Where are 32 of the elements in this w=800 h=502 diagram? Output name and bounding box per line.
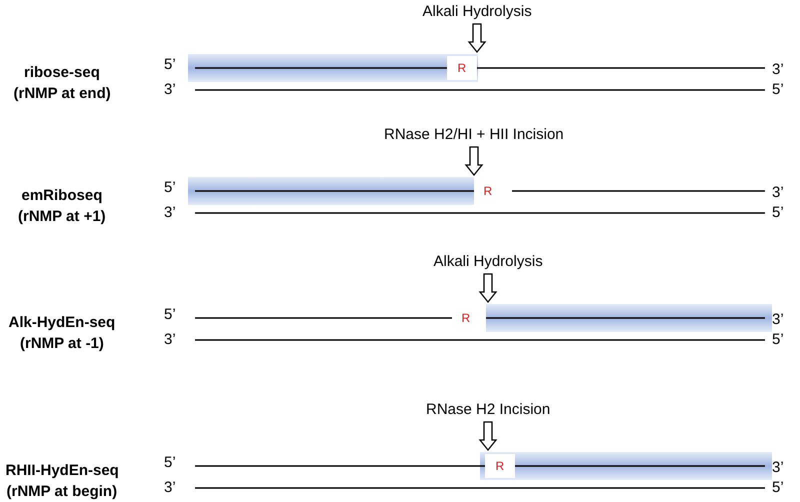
strand-end-label: 5’ (772, 331, 784, 349)
strand-end-label: 5’ (164, 179, 176, 197)
strand-end-label: 3’ (164, 204, 176, 222)
ribonucleotide-label: R (462, 310, 470, 327)
method-name: emRiboseq (22, 187, 102, 205)
strand-end-label: 3’ (164, 81, 176, 99)
strand-end-label: 5’ (164, 56, 176, 74)
strand-end-label: 3’ (164, 331, 176, 349)
strand-end-label: 5’ (772, 204, 784, 222)
cleavage-label: RNase H2 Incision (426, 401, 550, 419)
ribonucleotide-label: R (458, 60, 466, 77)
cleavage-label: RNase H2/HI + HII Incision (384, 126, 564, 144)
strand-end-label: 5’ (772, 479, 784, 497)
strand-end-label: 3’ (772, 61, 784, 79)
strand-end-label: 3’ (772, 184, 784, 202)
method-name: RHII-HydEn-seq (6, 462, 119, 480)
method-note: (rNMP at end) (14, 85, 111, 103)
method-note: (rNMP at +1) (18, 208, 106, 226)
cleavage-label: Alkali Hydrolysis (434, 253, 543, 271)
ribonucleotide-label: R (484, 183, 492, 200)
strand-end-label: 5’ (164, 306, 176, 324)
method-note: (rNMP at -1) (20, 335, 104, 353)
strand-end-label: 3’ (772, 459, 784, 477)
strand-end-label: 5’ (772, 81, 784, 99)
method-note: (rNMP at begin) (6, 483, 118, 501)
ribonucleotide-label: R (496, 458, 504, 475)
strand-end-label: 5’ (164, 454, 176, 472)
method-name: ribose-seq (24, 64, 100, 82)
method-name: Alk-HydEn-seq (8, 314, 116, 332)
strand-end-label: 3’ (164, 479, 176, 497)
strand-end-label: 3’ (772, 311, 784, 329)
cleavage-label: Alkali Hydrolysis (422, 3, 532, 21)
